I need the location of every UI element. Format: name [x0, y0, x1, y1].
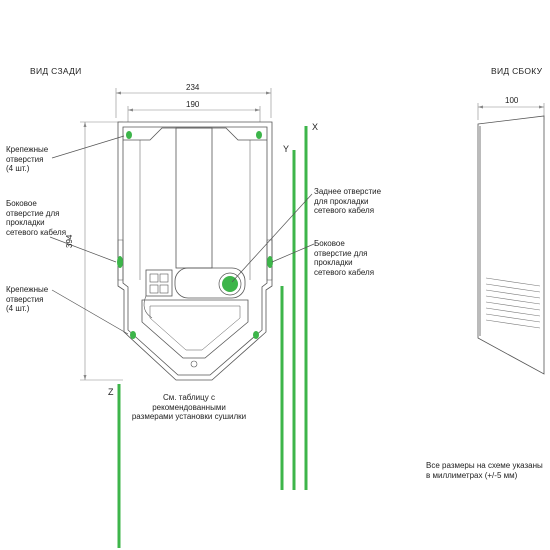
- dryer-back-body: [117, 121, 273, 381]
- mount-hole-bottom-left: [130, 331, 136, 339]
- dim-width-outer: 234: [186, 83, 200, 92]
- mount-hole-top-left: [126, 131, 132, 139]
- callout-side-hole-right: Боковое отверстие для прокладки сетевого…: [314, 239, 375, 277]
- note-table-reference: См. таблицу с рекомендованными размерами…: [131, 393, 247, 422]
- back-view-title: ВИД СЗАДИ: [30, 66, 82, 76]
- installation-lines: [117, 126, 308, 548]
- side-view-title: ВИД СБОКУ: [491, 66, 543, 76]
- dryer-side-body: [477, 115, 545, 375]
- dim-width-inner: 190: [186, 100, 200, 109]
- dim-height: 394: [65, 234, 74, 248]
- callout-rear-hole: Заднее отверстие для прокладки сетевого …: [314, 187, 382, 216]
- side-vents: [485, 277, 541, 329]
- axis-x-label: X: [312, 122, 319, 132]
- leader-lines: [49, 135, 315, 335]
- callout-mount-holes-bottom: Крепежные отверстия (4 шт.): [6, 285, 49, 314]
- mount-hole-bottom-right: [253, 331, 259, 339]
- mount-hole-top-right: [256, 131, 262, 139]
- callout-side-hole-left: Боковое отверстие для прокладки сетевого…: [6, 199, 67, 237]
- side-hole-right: [267, 256, 273, 268]
- callout-mount-holes-top: Крепежные отверстия (4 шт.): [6, 145, 49, 174]
- dim-depth: 100: [505, 96, 519, 105]
- side-hole-left: [117, 256, 123, 268]
- dimension-arrows: [83, 91, 544, 380]
- axis-z-label: Z: [108, 387, 114, 397]
- axis-y-label: Y: [283, 144, 290, 154]
- note-units: Все размеры на схеме указаны в миллиметр…: [426, 461, 543, 480]
